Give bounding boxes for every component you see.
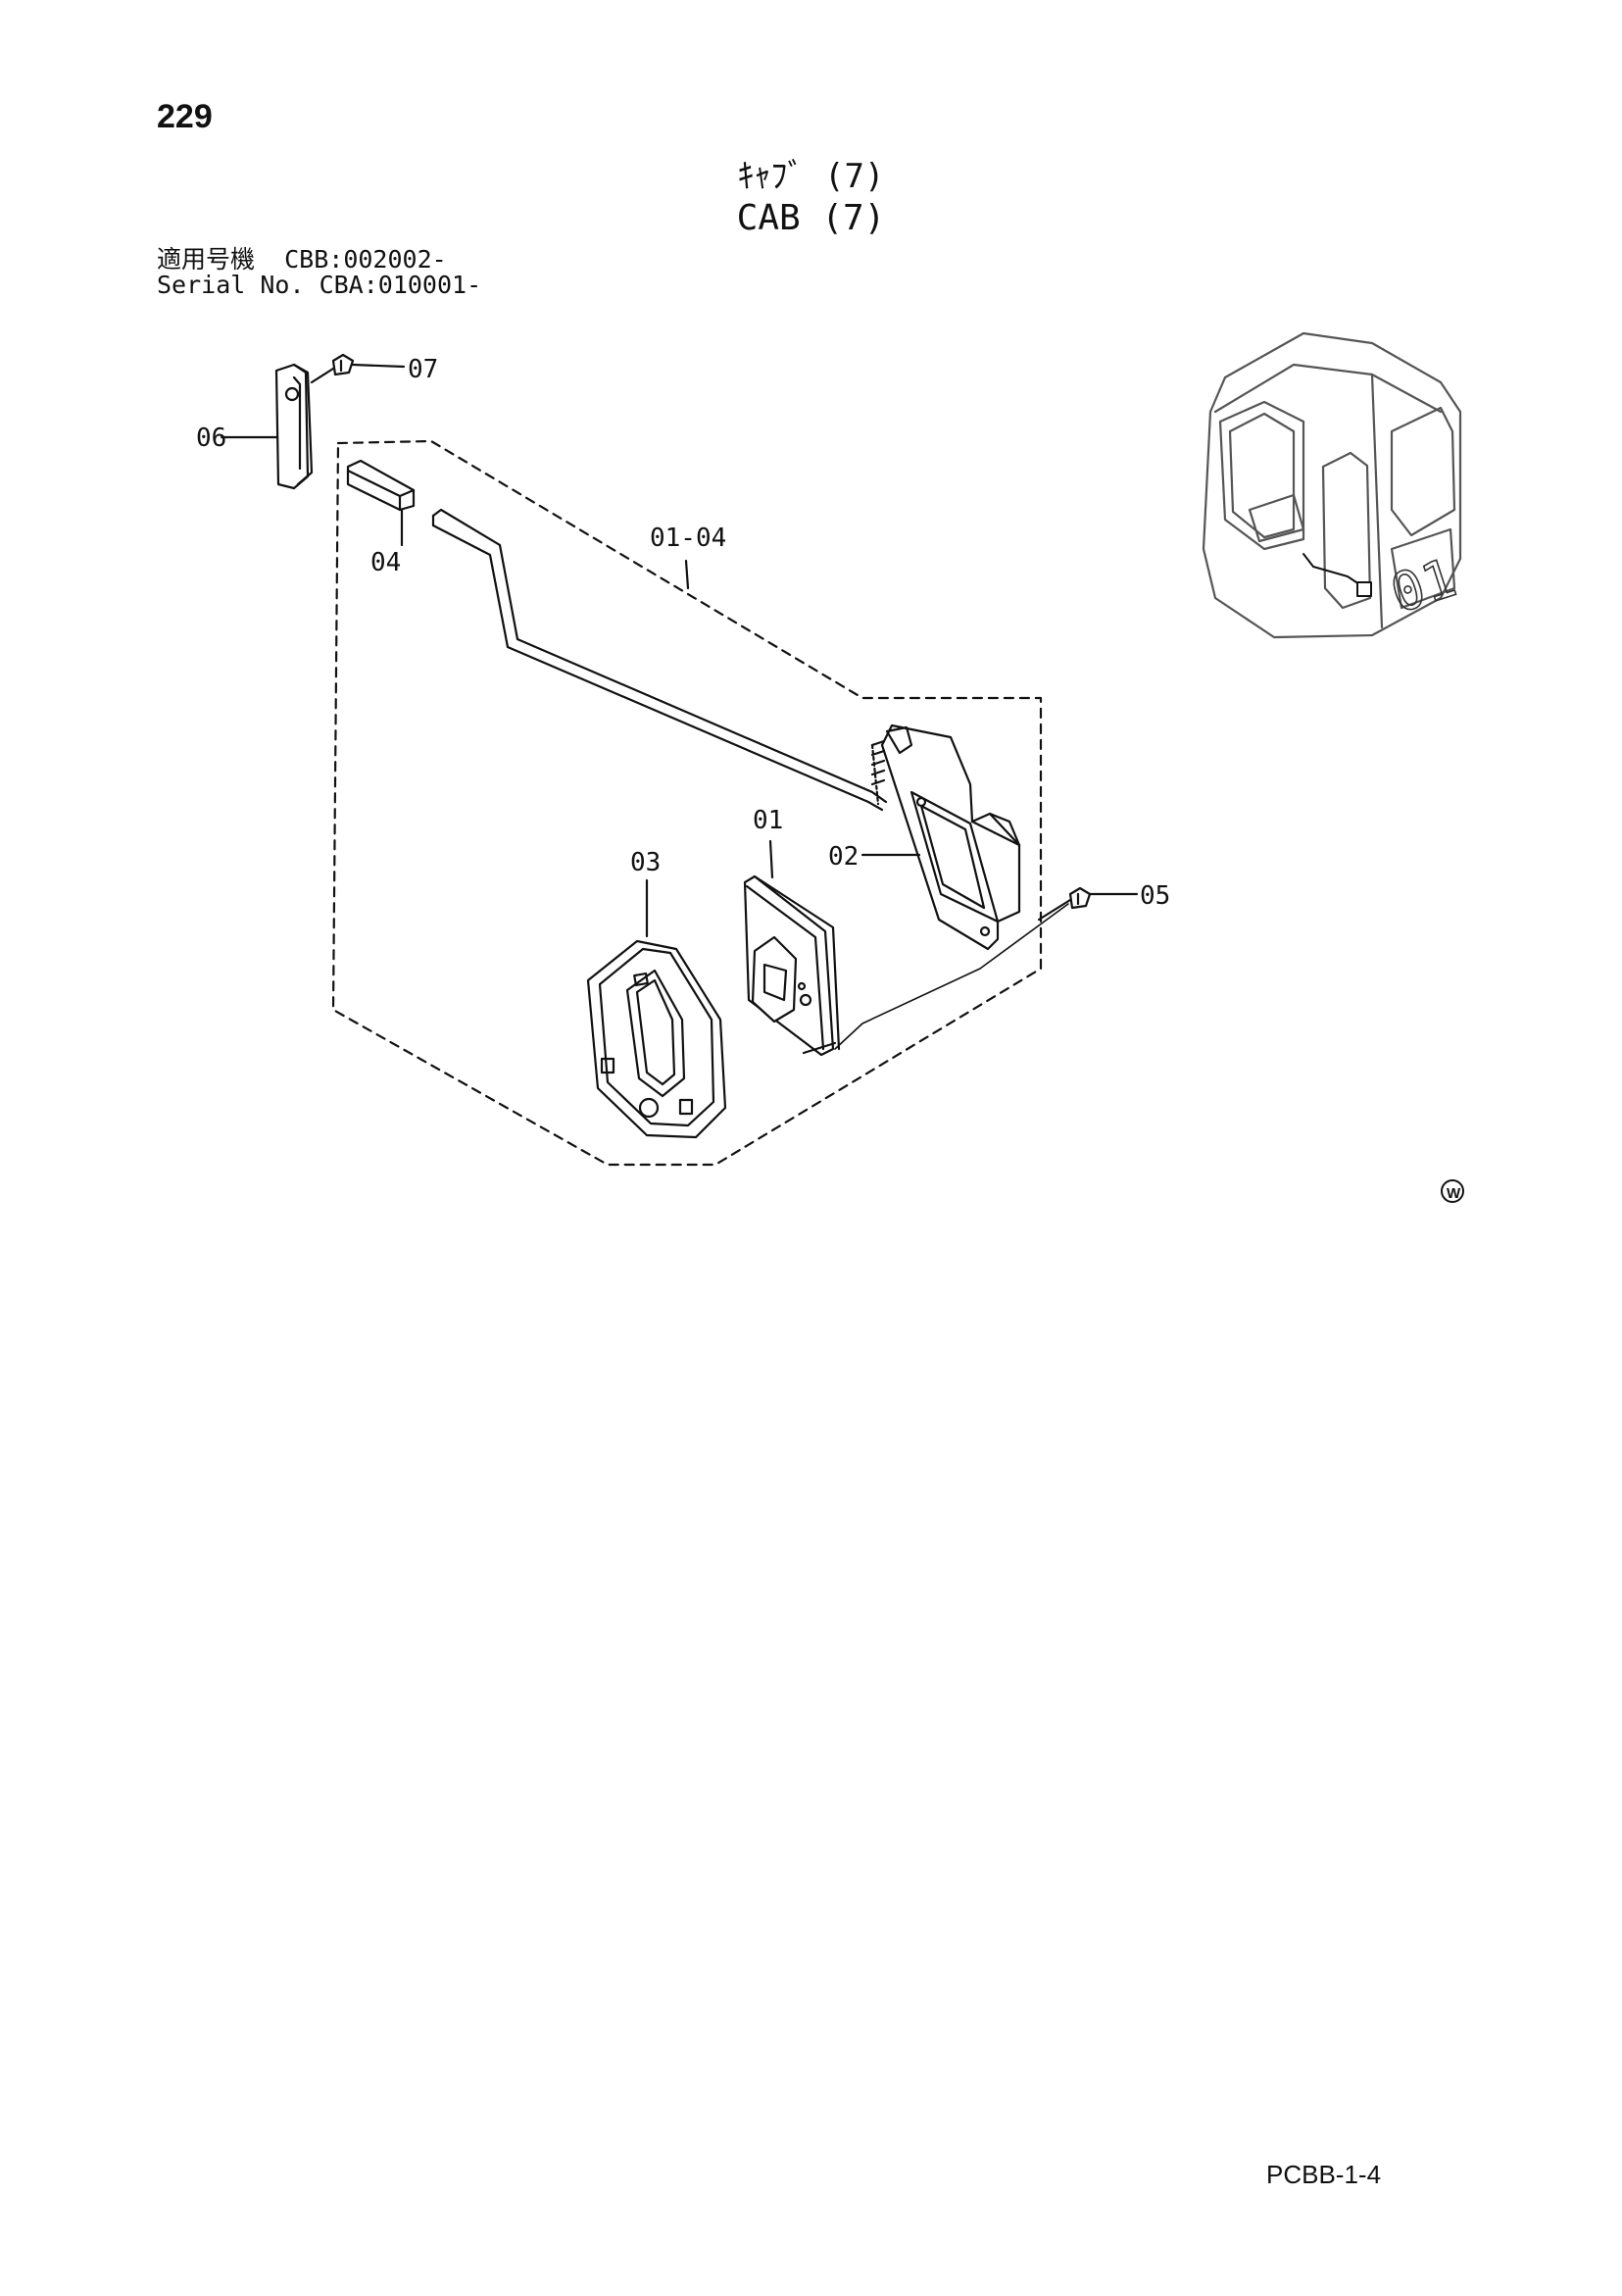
serial-en-label: Serial No. (157, 271, 305, 299)
serial-en-value: CBA:010001- (319, 271, 482, 299)
leader-01 (768, 839, 774, 879)
inset-callout-01: 01 (1384, 547, 1463, 625)
callout-04: 04 (370, 548, 401, 577)
part-07-screw (310, 353, 355, 384)
callout-01: 01 (753, 806, 783, 835)
callout-03: 03 (630, 848, 661, 877)
leader-01-04 (684, 559, 690, 590)
serial-jp-value: CBB:002002- (284, 245, 447, 274)
cab-inset (1202, 331, 1462, 639)
title-english: CAB (7) (736, 198, 886, 238)
watermark-letter: W (1447, 1185, 1461, 1202)
cab-inset-latch (1303, 553, 1372, 597)
part-02-base (870, 724, 1021, 951)
callout-07: 07 (408, 355, 438, 384)
callout-06: 06 (196, 424, 226, 453)
watermark-circle (1441, 1179, 1464, 1203)
part-01-lock (743, 874, 841, 1057)
part-rod (431, 508, 888, 812)
leader-07 (351, 363, 406, 369)
title-japanese: ｷｬﾌﾞ (7) (737, 157, 885, 196)
part-05-screw (1037, 886, 1092, 922)
page-number: 229 (157, 98, 213, 135)
serial-info: 適用号機 CBB:002002- Serial No. CBA:010001- (157, 247, 481, 298)
footer-code: PCBB-1-4 (1266, 2160, 1382, 2189)
group-boundary (331, 439, 1043, 1167)
fit-line-05 (834, 903, 1069, 1050)
serial-jp-label: 適用号機 (157, 245, 256, 274)
part-04-knob (346, 459, 416, 512)
callout-02: 02 (828, 842, 859, 872)
part-06-handle-cover (274, 363, 314, 490)
part-03-escutcheon (586, 939, 727, 1139)
callout-01-04: 01-04 (650, 524, 726, 553)
callout-05: 05 (1140, 881, 1170, 911)
